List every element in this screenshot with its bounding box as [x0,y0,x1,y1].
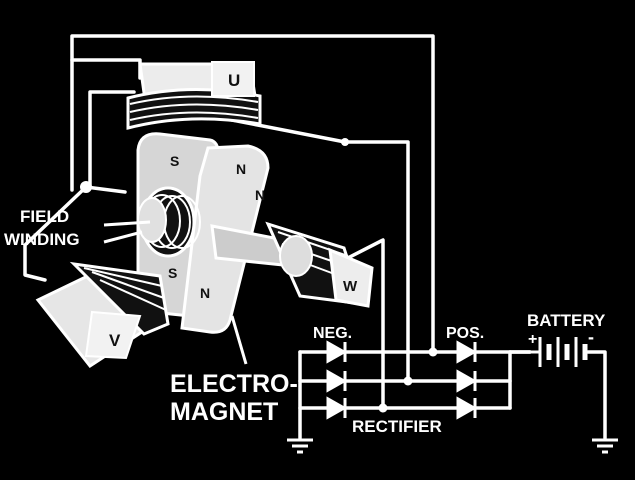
stator-coil-w [265,221,374,308]
diode-pos-1 [456,340,478,364]
coil-label-u: U [228,71,240,90]
wire-field-junction [84,185,127,194]
field-winding-label-line1: FIELD [20,207,69,226]
rectifier-label: RECTIFIER [352,417,442,436]
diode-neg-3 [326,396,348,420]
coil-label-w: W [343,278,358,295]
junction-dots [80,138,438,413]
stator-coil-u [126,61,262,130]
wire-u-lead-right [230,118,410,384]
circuit-wires [23,34,607,440]
pole-label-n-right: N [255,187,265,203]
pole-label-s-top: S [170,153,179,169]
diode-pos-3 [456,396,478,420]
wire-field-to-v [23,185,88,282]
electromagnet-label-line1: ELECTRO- [170,370,298,398]
pole-label-s-bottom: S [168,265,177,281]
battery-label: BATTERY [527,311,606,330]
pos-label: POS. [446,325,484,342]
rectifier-diodes [326,340,478,420]
pole-label-n-top: N [236,161,246,177]
ground-symbol-right [592,438,618,454]
electromagnet [136,132,316,334]
battery-plus-sign: + [528,331,537,348]
field-winding-label-line2: WINDING [4,230,80,249]
stator-coil-v [35,261,170,369]
diode-neg-1 [326,340,348,364]
wire-battery-neg [586,350,607,440]
battery-symbol [530,337,588,367]
battery-minus-sign: - [588,327,594,347]
diode-pos-2 [456,369,478,393]
pole-label-n-bottom: N [200,285,210,301]
label-leaders [103,220,248,365]
field-coil [137,186,201,258]
wire-u-lead-left [88,90,136,187]
diode-neg-2 [326,369,348,393]
coil-label-v: V [109,331,121,350]
neg-label: NEG. [313,325,352,342]
ground-symbol-left [287,438,313,454]
electromagnet-label-line2: MAGNET [170,398,278,426]
